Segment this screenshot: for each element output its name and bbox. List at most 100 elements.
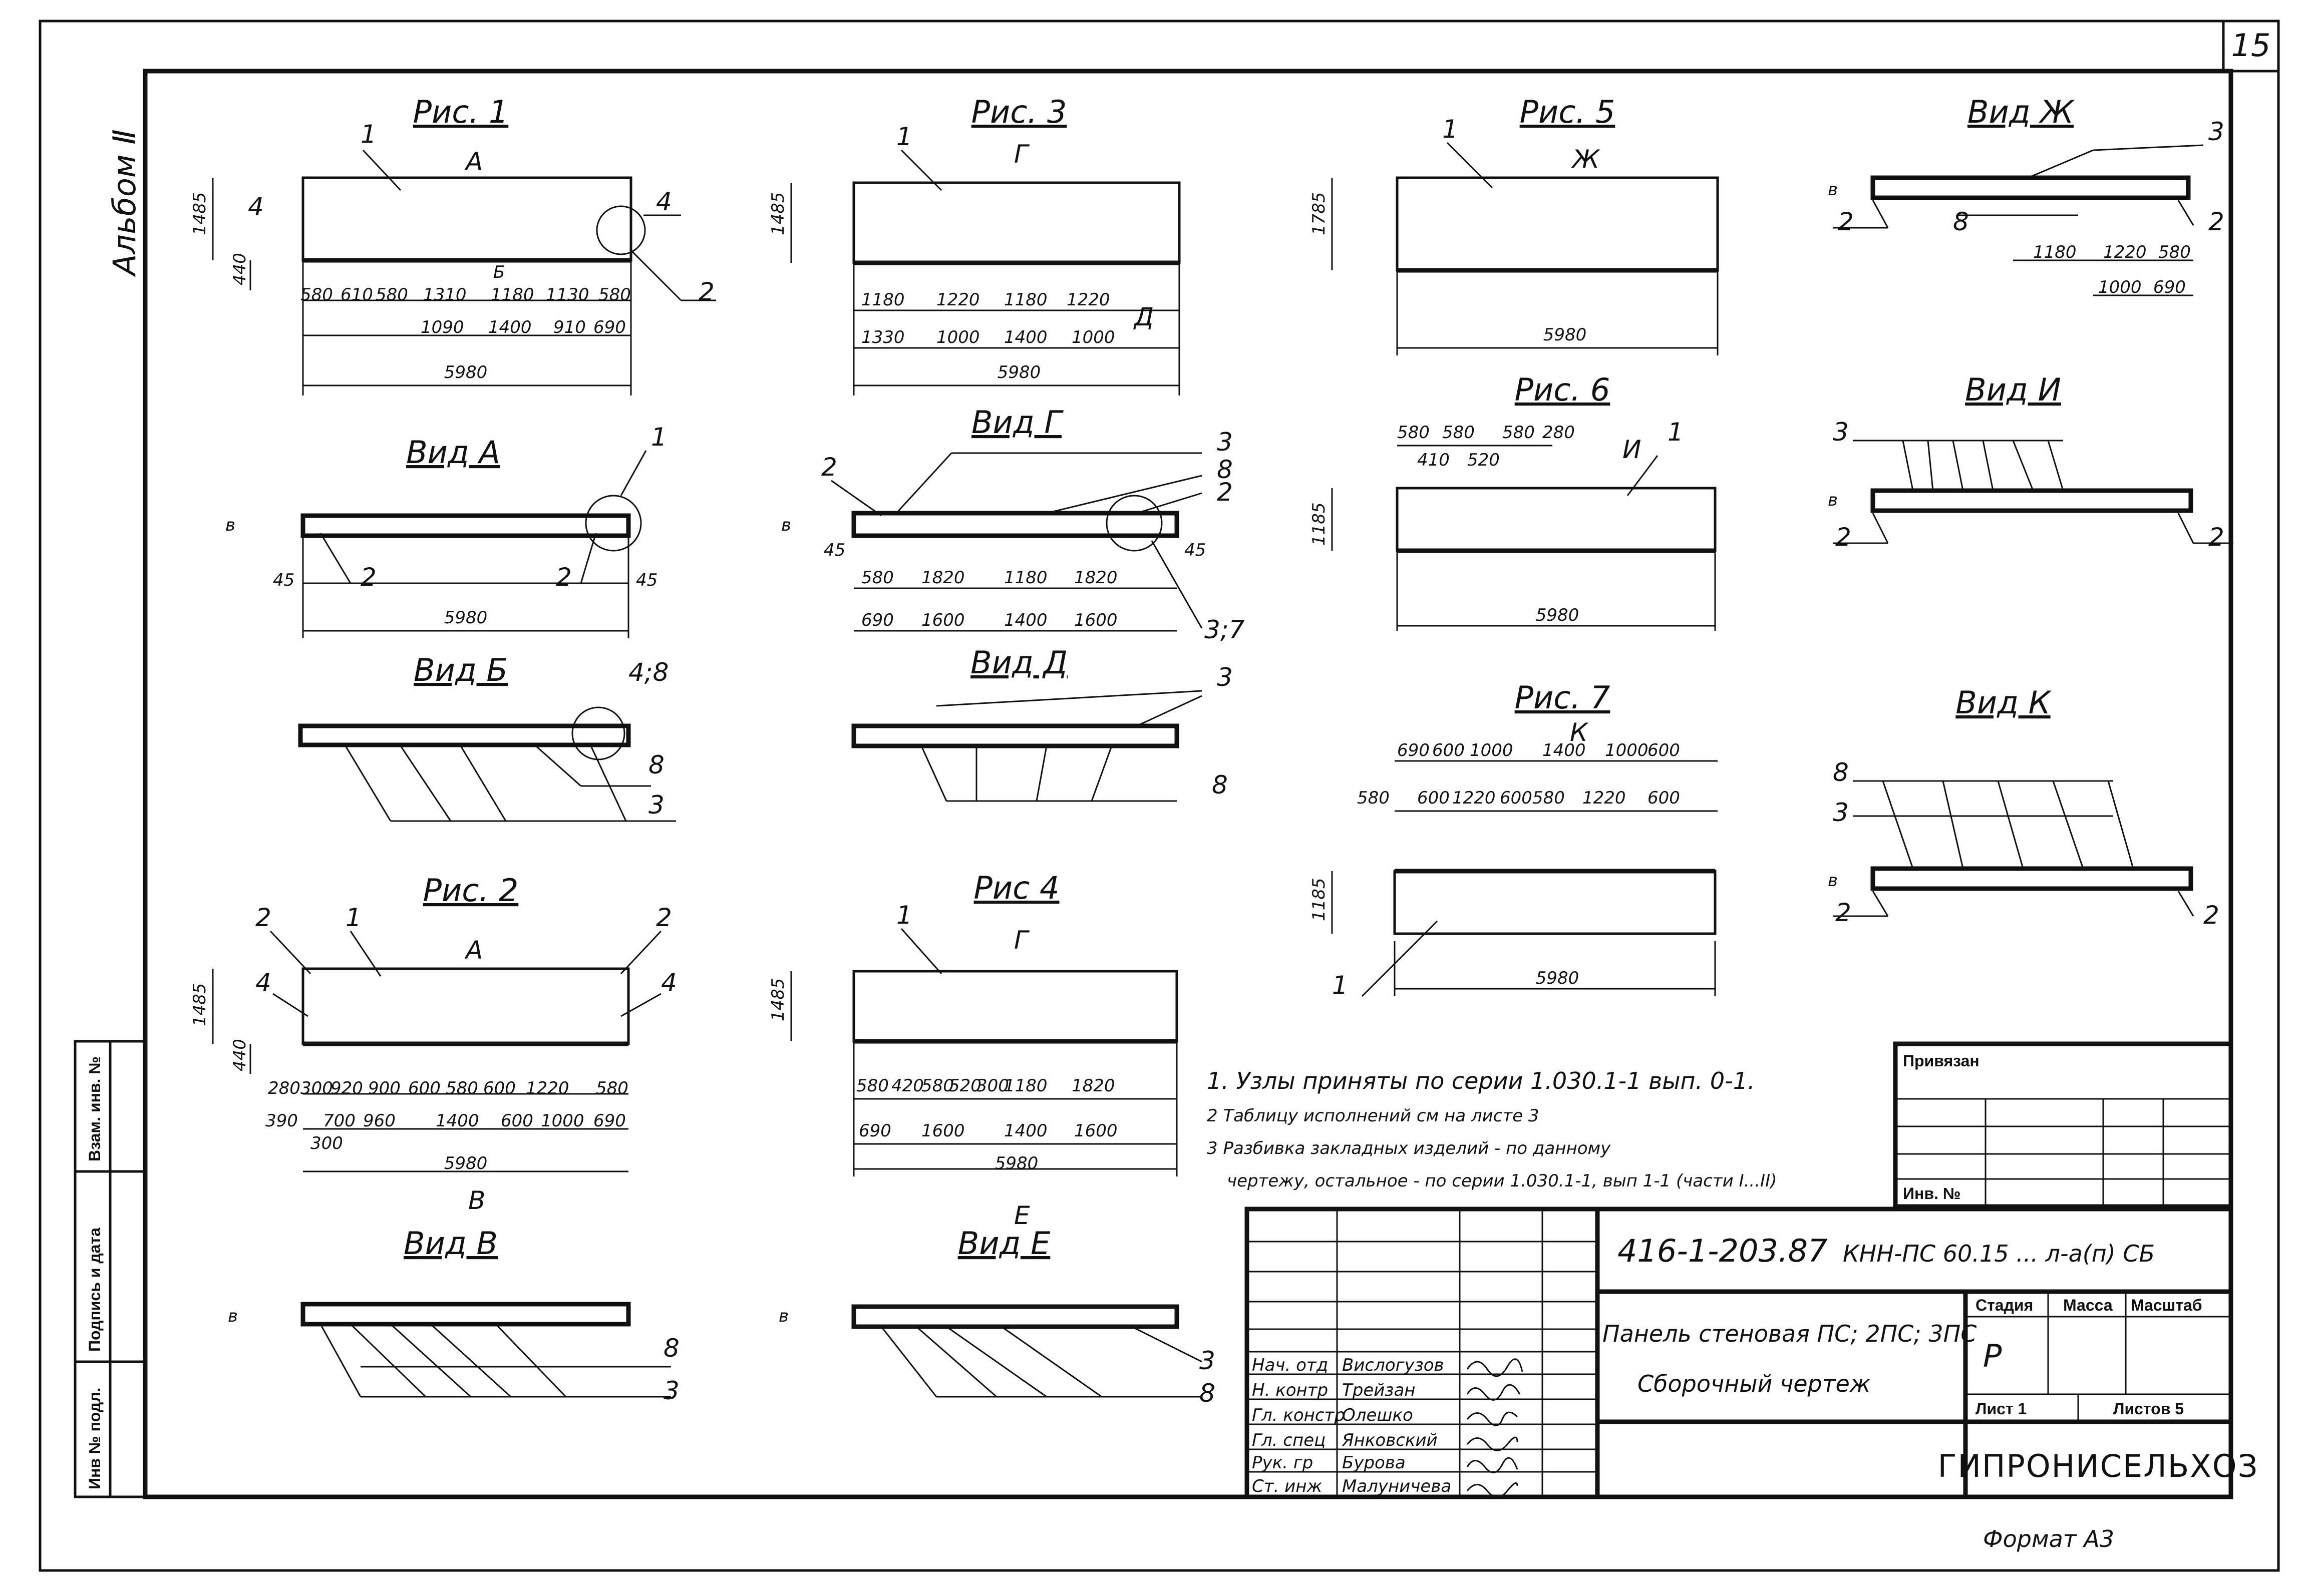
dim: 1310 [423,285,467,305]
signature-4 [1466,1436,1518,1451]
person-3: Олешко [1342,1405,1413,1425]
view-e-callout-8: 8 [1199,1379,1215,1408]
dim: 920 [331,1078,363,1098]
view-b-title: Вид Б [414,652,508,688]
format-label: Формат А3 [1983,1525,2114,1552]
view-b-callout-8: 8 [648,750,665,779]
figure-4: Рис 4 1 Г Е 580 420 580 520 300 1180 182… [768,870,1178,1230]
dim: 1400 [436,1111,479,1131]
dim: 600 [1500,788,1532,808]
view-e-title: Вид Е [958,1225,1051,1262]
dim: 390 [265,1111,298,1131]
dim: 910 [553,317,586,337]
outer-frame [39,20,2280,1572]
view-g-title: Вид Г [971,404,1064,441]
dim: 1185 [1309,878,1329,921]
dim: 300 [300,1078,333,1098]
dim: 1600 [1074,610,1118,630]
figure-7: Рис. 7 1 К 690 600 1000 1400 1000 600 58… [1309,679,1718,1000]
dim: 1485 [768,192,788,235]
view-zh-callout-2b: 2 [2208,207,2224,236]
dim: 1180 [1004,568,1048,588]
sheets-label: Листов 5 [2113,1400,2184,1418]
dim: 300 [310,1133,343,1153]
view-b-callout-3: 3 [648,790,665,820]
figure-3-callout-1: 1 [896,122,912,151]
view-g-callout-8: 8 [1217,455,1233,484]
figure-7-title: Рис. 7 [1515,679,1610,716]
role-n-kontr: Н. контр [1252,1380,1328,1400]
privyazan-box: Привязан Инв. № [1893,1041,2233,1209]
dim: 440 [230,253,250,285]
view-zh-title: Вид Ж [1967,94,2075,130]
figure-5-callout-1: 1 [1442,115,1458,144]
side-stamp: Взам. инв. № Подпись и дата Инв № подл. [74,1040,147,1498]
dim: 580 [2158,242,2191,262]
dim: 1000 [1470,740,1513,760]
figure-2-title: Рис. 2 [423,872,519,909]
sheet-number: 15 [2231,27,2271,64]
figure-2-callout-2b: 2 [656,903,672,932]
album-label: Альбом Ⅱ [106,129,143,277]
dim: 45 [636,570,657,590]
figure-2-callout-1: 1 [346,903,362,932]
dim: 520 [949,1076,981,1096]
dim: 1180 [491,285,534,305]
side-stamp-inv-replace: Взам. инв. № [86,1056,104,1161]
dim: 580 [598,285,631,305]
view-zh-callout-3: 3 [2208,117,2224,146]
side-stamp-signature: Подпись и дата [86,1228,104,1352]
dim: 690 [2153,277,2186,297]
figure-2-view-v: В [468,1186,485,1215]
inner-frame [143,69,2233,1499]
view-v-callout-8: 8 [664,1334,680,1363]
dim: 580 [1532,788,1565,808]
dim: в [1828,871,1838,891]
dim: 1180 [1004,290,1048,310]
view-k: Вид К 8 3 2 2 в [1828,684,2219,930]
dim: 580 [596,1078,628,1098]
dim: в [1828,180,1838,200]
dim: 1485 [768,978,788,1021]
dim: 300 [976,1076,1009,1096]
notes: 1. Узлы приняты по серии 1.030.1-1 вып. … [1207,1067,1777,1191]
dim: 1400 [488,317,532,337]
view-i-title: Вид И [1965,371,2061,408]
dim: 1000 [541,1111,584,1131]
dim: 45 [824,540,845,560]
dim: 5980 [998,362,1041,382]
dim: 1330 [861,327,905,347]
figure-1-callout-4a: 4 [248,192,264,221]
role-nach-otd: Нач. отд [1252,1355,1328,1375]
dim: 45 [273,570,294,590]
dim: 600 [1647,740,1680,760]
dim: 1400 [1004,327,1048,347]
view-k-callout-2b: 2 [2203,901,2219,930]
dim: 1785 [1309,192,1329,235]
dim: 5980 [1543,325,1587,345]
document-name-line2: Сборочный чертеж [1637,1370,1871,1397]
sheet-label: Лист 1 [1975,1400,2027,1418]
figure-1-view-b: Б [493,262,505,282]
dim: 580 [300,285,333,305]
dim: 700 [323,1111,356,1131]
figure-3: Рис. 3 1 Г Д 1180 1220 1180 1220 1330 10… [768,94,1181,395]
view-d-callout-8: 8 [1212,770,1228,800]
view-a-callout-2a: 2 [361,563,377,592]
mass-header: Масса [2063,1296,2113,1314]
dim: 280 [268,1078,300,1098]
dim: 1130 [546,285,589,305]
role-gl-konstr: Гл. констр [1252,1405,1345,1425]
figure-1-callout-4b: 4 [656,187,672,216]
view-v: Вид В в 8 3 [228,1225,680,1405]
view-d-callout-3: 3 [1217,663,1233,692]
figure-6-title: Рис. 6 [1515,371,1610,408]
person-1: Вислогузов [1342,1355,1444,1375]
stage-header: Стадия [1975,1296,2033,1314]
view-d: Вид Д 3 8 [851,644,1233,802]
signature-3 [1466,1411,1518,1426]
dim: 1400 [1004,610,1048,630]
figure-4-view-g: Г [1014,926,1030,955]
figure-6-view-i: И [1622,435,1641,464]
figure-2-view-a: А [464,936,483,965]
